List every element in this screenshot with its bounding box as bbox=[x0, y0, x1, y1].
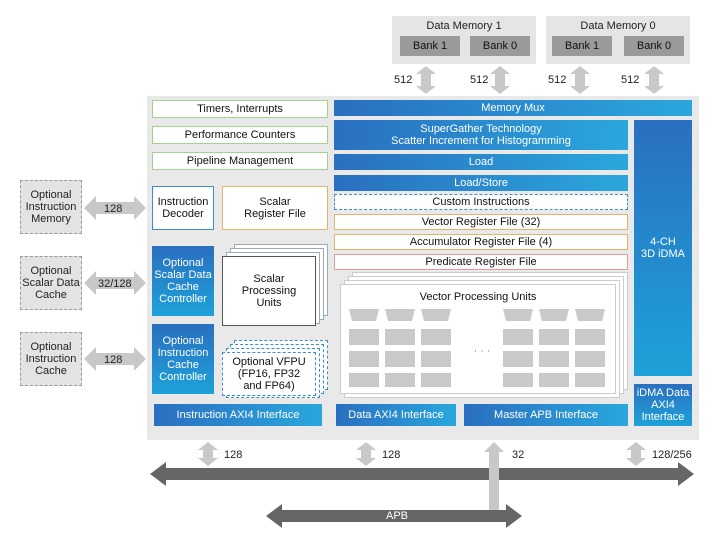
performance-counters: Performance Counters bbox=[152, 126, 328, 144]
scalar-processing-units: Scalar Processing Units bbox=[222, 256, 316, 326]
vpu-grid bbox=[349, 309, 605, 387]
mem-arrow-4 bbox=[644, 66, 664, 94]
apb-label: APB bbox=[386, 510, 409, 522]
vector-processing-units: Vector Processing Units bbox=[340, 284, 616, 394]
memory-mux: Memory Mux bbox=[334, 100, 692, 116]
supergather-technology: SuperGather Technology Scatter Increment… bbox=[334, 120, 628, 150]
instruction-axi4-interface: Instruction AXI4 Interface bbox=[154, 404, 322, 426]
mem-arrow-3 bbox=[570, 66, 590, 94]
optional-instruction-cache: Optional Instruction Cache bbox=[20, 332, 82, 386]
vpu-ellipsis: · · · bbox=[473, 345, 491, 357]
mem-width-4: 512 bbox=[621, 74, 640, 86]
ext-width-sdc: 32/128 bbox=[98, 278, 132, 290]
vpu-title: Vector Processing Units bbox=[419, 291, 537, 303]
bus-arrow-1 bbox=[198, 442, 218, 466]
master-apb-interface: Master APB Interface bbox=[464, 404, 628, 426]
bus-width-4: 128/256 bbox=[652, 449, 692, 461]
dm0-bank-1: Bank 1 bbox=[552, 36, 612, 56]
scalar-register-file: Scalar Register File bbox=[222, 186, 328, 230]
dm0-bank-0: Bank 0 bbox=[624, 36, 684, 56]
timers-interrupts: Timers, Interrupts bbox=[152, 100, 328, 118]
main-bus bbox=[150, 462, 694, 486]
bus-width-3: 32 bbox=[512, 449, 525, 461]
mem-arrow-2 bbox=[490, 66, 510, 94]
data-memory-1-title: Data Memory 1 bbox=[426, 20, 502, 32]
optional-vfpu: Optional VFPU (FP16, FP32 and FP64) bbox=[222, 352, 316, 396]
idma-4ch-3d: 4-CH 3D iDMA bbox=[634, 120, 692, 376]
ext-arrow-sdc bbox=[84, 271, 146, 295]
load-unit: Load bbox=[334, 154, 628, 170]
bus-arrow-4 bbox=[626, 442, 646, 466]
optional-instruction-cache-controller: Optional Instruction Cache Controller bbox=[152, 324, 214, 394]
predicate-register-file: Predicate Register File bbox=[334, 254, 628, 270]
accumulator-register-file: Accumulator Register File (4) bbox=[334, 234, 628, 250]
mem-width-1: 512 bbox=[394, 74, 413, 86]
mem-width-3: 512 bbox=[548, 74, 567, 86]
mem-width-2: 512 bbox=[470, 74, 489, 86]
mem-arrow-1 bbox=[416, 66, 436, 94]
load-store-unit: Load/Store bbox=[334, 175, 628, 191]
data-axi4-interface: Data AXI4 Interface bbox=[336, 404, 456, 426]
bus-arrow-2 bbox=[356, 442, 376, 466]
ext-arrow-im bbox=[84, 196, 146, 220]
apb-bus bbox=[266, 504, 522, 528]
data-memory-0-title: Data Memory 0 bbox=[580, 20, 656, 32]
pipeline-management: Pipeline Management bbox=[152, 152, 328, 170]
dm1-bank-0: Bank 0 bbox=[470, 36, 530, 56]
dm1-bank-1: Bank 1 bbox=[400, 36, 460, 56]
ext-width-im: 128 bbox=[104, 203, 123, 215]
optional-instruction-memory: Optional Instruction Memory bbox=[20, 180, 82, 234]
optional-scalar-data-cache: Optional Scalar Data Cache bbox=[20, 256, 82, 310]
bus-width-1: 128 bbox=[224, 449, 243, 461]
optional-scalar-data-cache-controller: Optional Scalar Data Cache Controller bbox=[152, 246, 214, 316]
idma-data-axi4-interface: iDMA Data AXI4 Interface bbox=[634, 384, 692, 426]
vector-register-file: Vector Register File (32) bbox=[334, 214, 628, 230]
bus-width-2: 128 bbox=[382, 449, 401, 461]
ext-width-ic: 128 bbox=[104, 354, 123, 366]
ext-arrow-ic bbox=[84, 347, 146, 371]
custom-instructions: Custom Instructions bbox=[334, 194, 628, 210]
instruction-decoder: Instruction Decoder bbox=[152, 186, 214, 230]
